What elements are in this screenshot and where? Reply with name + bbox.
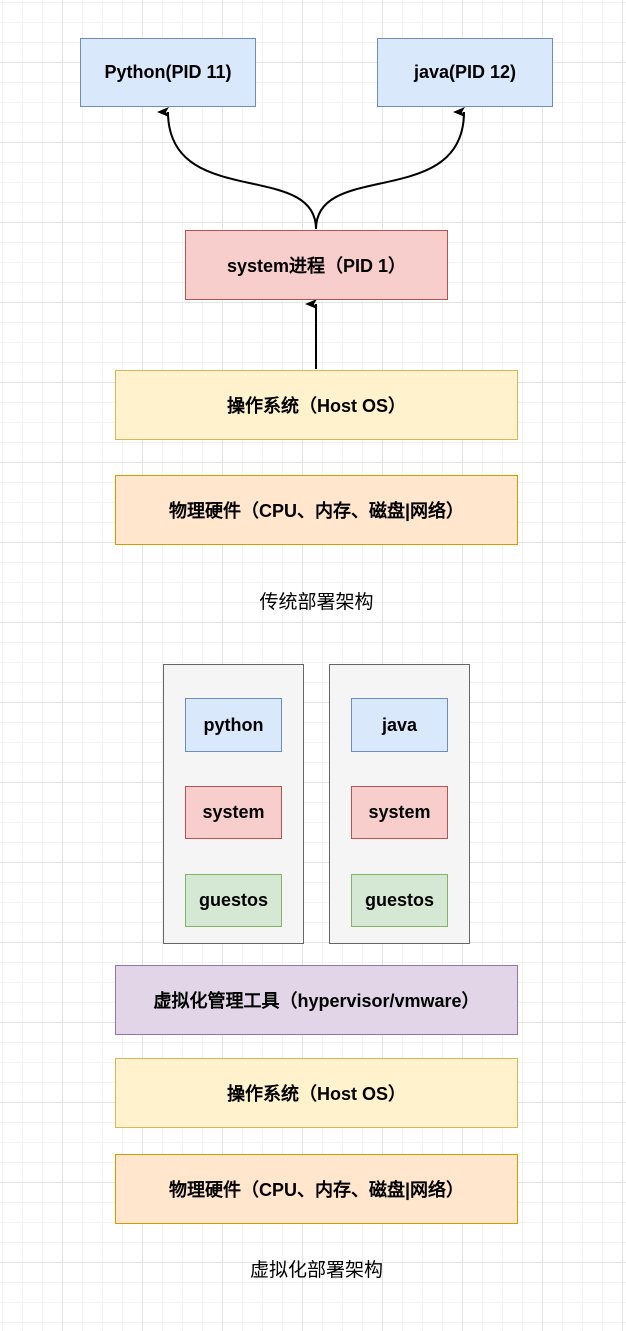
vm1-app-box: python <box>185 698 282 752</box>
vm2-guestos-box: guestos <box>351 874 448 927</box>
vm2-app-box: java <box>351 698 448 752</box>
virtualized-caption: 虚拟化部署架构 <box>249 1260 383 1281</box>
java-process-box: java(PID 12) <box>377 38 553 107</box>
virt-host-os-box: 操作系统（Host OS） <box>115 1058 518 1128</box>
vm2-system-box: system <box>351 786 448 839</box>
vm1-system-box: system <box>185 786 282 839</box>
arrow-system-to-java <box>315 107 466 230</box>
hardware-box: 物理硬件（CPU、内存、磁盘|网络） <box>115 475 518 545</box>
python-process-box: Python(PID 11) <box>80 38 256 107</box>
traditional-caption: 传统部署架构 <box>259 592 374 613</box>
virt-hardware-box: 物理硬件（CPU、内存、磁盘|网络） <box>115 1154 518 1224</box>
system-process-box: system进程（PID 1） <box>185 230 448 300</box>
vm1-guestos-box: guestos <box>185 874 282 927</box>
host-os-box: 操作系统（Host OS） <box>115 370 518 440</box>
arrow-system-to-python <box>157 106 317 230</box>
hypervisor-box: 虚拟化管理工具（hypervisor/vmware） <box>115 965 518 1035</box>
